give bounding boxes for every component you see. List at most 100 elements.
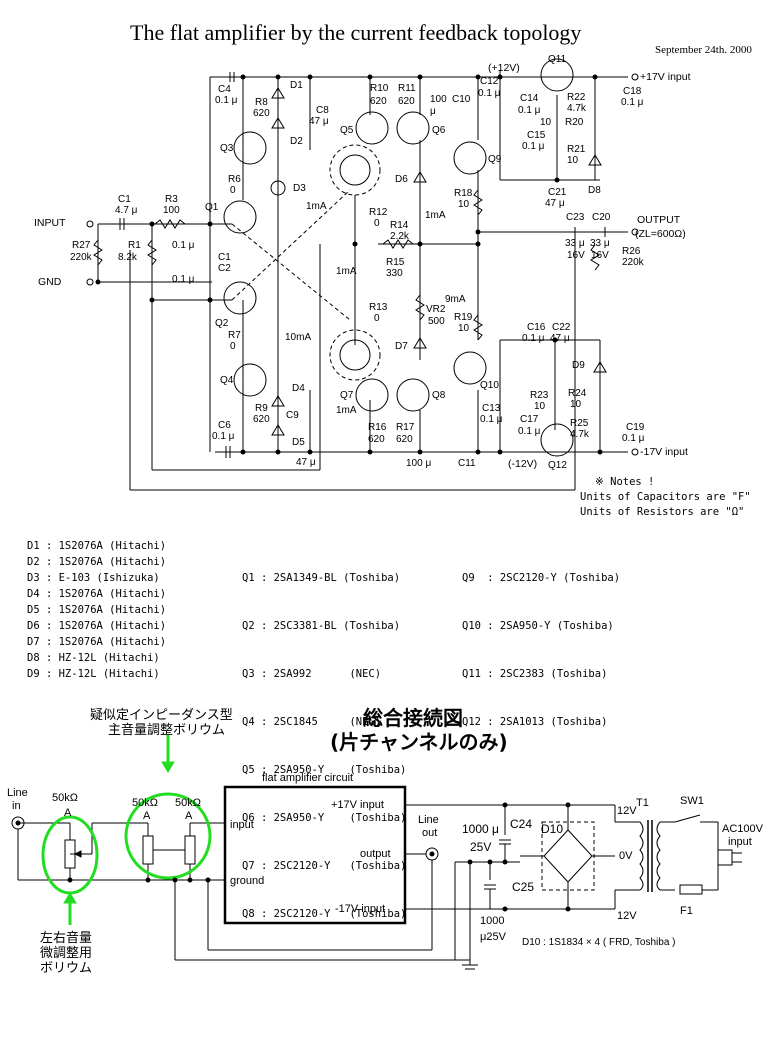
q11-label: Q11 [548, 54, 567, 65]
r10-value: 620 [370, 96, 387, 107]
list-item: D8 : HZ-12L (Hitachi) [27, 652, 160, 664]
c13-value: 0.1 μ [480, 414, 503, 425]
list-item: D3 : E-103 (Ishizuka) [27, 572, 160, 584]
list-item: Q3 : 2SA992 (NEC) [242, 668, 382, 680]
c15-value: 0.1 μ [522, 141, 545, 152]
d10-note: D10 : 1S1834 × 4 ( FRD, Toshiba ) [522, 937, 676, 948]
transistor-list-b: Q9 : 2SC2120-Y (Toshiba) Q10 : 2SA950-Y … [462, 538, 620, 746]
c9-value: 47 μ [296, 457, 316, 468]
f1-label: F1 [680, 905, 693, 917]
d3-label: D3 [293, 183, 306, 194]
r3-label: R3 [165, 194, 178, 205]
rail-minus12-label: (-12V) [508, 458, 538, 470]
r9-label: R9 [255, 403, 268, 414]
list-item: D9 : HZ-12L (Hitachi) [27, 668, 160, 680]
wiring-subtitle: (片チャンネルのみ) [330, 730, 508, 754]
d6-label: D6 [395, 174, 408, 185]
r9-value: 620 [253, 414, 270, 425]
transistor-list-a: Q1 : 2SA1349-BL (Toshiba) Q2 : 2SC3381-B… [242, 538, 406, 938]
c23-label: C23 [566, 212, 585, 223]
d9-label: D9 [572, 360, 585, 371]
r11-label: R11 [398, 83, 416, 94]
c1b-label: C1 [218, 252, 231, 263]
r23-value: 10 [534, 401, 546, 412]
amp-box-output: output [360, 848, 391, 860]
c17-value: 0.1 μ [518, 426, 541, 437]
rail-plus12-label: (+12V) [488, 62, 520, 74]
r19-value: 10 [458, 323, 470, 334]
annotation-main-volume-1: 疑似定インピーダンス型 [90, 708, 233, 723]
r8-value: 620 [253, 108, 270, 119]
t1-secondary-0v: 0V [619, 850, 633, 862]
line-out-label-1: Line [418, 814, 439, 826]
r17-value: 620 [396, 434, 413, 445]
vr2-value: 500 [428, 316, 445, 327]
r26-label: R26 [622, 246, 641, 257]
ac-input-label-2: input [728, 836, 752, 848]
c10-unit: μ [430, 106, 436, 117]
r8-label: R8 [255, 97, 268, 108]
c11-value: 100 μ [406, 458, 432, 469]
r13-label: R13 [369, 302, 388, 313]
c15-label: C15 [527, 130, 546, 141]
annotation-balance-1: 左右音量 [40, 931, 93, 946]
q8-label: Q8 [432, 390, 446, 401]
amp-box-plus17: +17V input [331, 799, 384, 811]
r20-label: R20 [565, 117, 584, 128]
list-item: D2 : 1S2076A (Hitachi) [27, 556, 167, 568]
c1-label: C1 [118, 194, 131, 205]
current-9ma: 9mA [445, 294, 466, 305]
pot3-taper: A [185, 810, 193, 822]
q1-label: Q1 [205, 202, 219, 213]
annotation-balance-3: ボリウム [40, 961, 93, 976]
c17-label: C17 [520, 414, 539, 425]
c21-value: 47 μ [545, 198, 565, 209]
q6-label: Q6 [432, 125, 446, 136]
rail-plus17-label: +17V input [640, 71, 691, 83]
pot1-taper: A [64, 807, 72, 819]
list-item: Q5 : 2SA950-Y (Toshiba) [242, 764, 407, 776]
c25-label: C25 [512, 880, 535, 894]
output-label: OUTPUT [637, 214, 681, 226]
c19-value: 0.1 μ [622, 433, 645, 444]
notes-title: ※ Notes ! [595, 476, 655, 488]
r22-label: R22 [567, 92, 586, 103]
date-label: September 24th. 2000 [655, 44, 752, 56]
list-item: Q7 : 2SC2120-Y (Toshiba) [242, 860, 407, 872]
list-item: Q2 : 2SC3381-BL (Toshiba) [242, 620, 401, 632]
pot2-value: 50kΩ [132, 797, 158, 809]
list-item: Q8 : 2SC2120-Y (Toshiba) [242, 908, 407, 920]
current-1ma-c: 1mA [336, 266, 357, 277]
c8-label: C8 [316, 105, 329, 116]
d8-label: D8 [588, 185, 601, 196]
t1-secondary-12v-top: 12V [617, 805, 637, 817]
r10-label: R10 [370, 83, 389, 94]
r11-value: 620 [398, 96, 415, 107]
c10-label: C10 [452, 94, 471, 105]
amp-box-title: flat amplifier circuit [262, 772, 354, 784]
r18-value: 10 [458, 199, 470, 210]
r1-label: R1 [128, 240, 141, 251]
c25-value-1: 1000 [480, 915, 505, 927]
r3-value: 100 [163, 205, 180, 216]
q4-label: Q4 [220, 375, 234, 386]
gnd-label: GND [38, 276, 62, 288]
r1-value: 8.2k [118, 252, 137, 263]
list-item: Q11 : 2SC2383 (Toshiba) [462, 668, 608, 680]
t1-label: T1 [636, 797, 649, 809]
diode-list: D1 : 1S2076A (Hitachi) D2 : 1S2076A (Hit… [27, 538, 166, 682]
d4-label: D4 [292, 383, 305, 394]
q3-label: Q3 [220, 143, 234, 154]
c01a-value: 0.1 μ [172, 240, 195, 251]
r24-value: 10 [570, 399, 582, 410]
c18-label: C18 [623, 86, 642, 97]
c20-value: 33 μ [590, 238, 610, 249]
r7-label: R7 [228, 330, 241, 341]
current-1ma-b: 1mA [425, 210, 446, 221]
wiring-title: 総合接続図 [363, 706, 463, 730]
line-in-label-1: Line [7, 787, 28, 799]
pot3-value: 50kΩ [175, 797, 201, 809]
c6-value: 0.1 μ [212, 431, 235, 442]
t1-secondary-12v-bottom: 12V [617, 910, 637, 922]
